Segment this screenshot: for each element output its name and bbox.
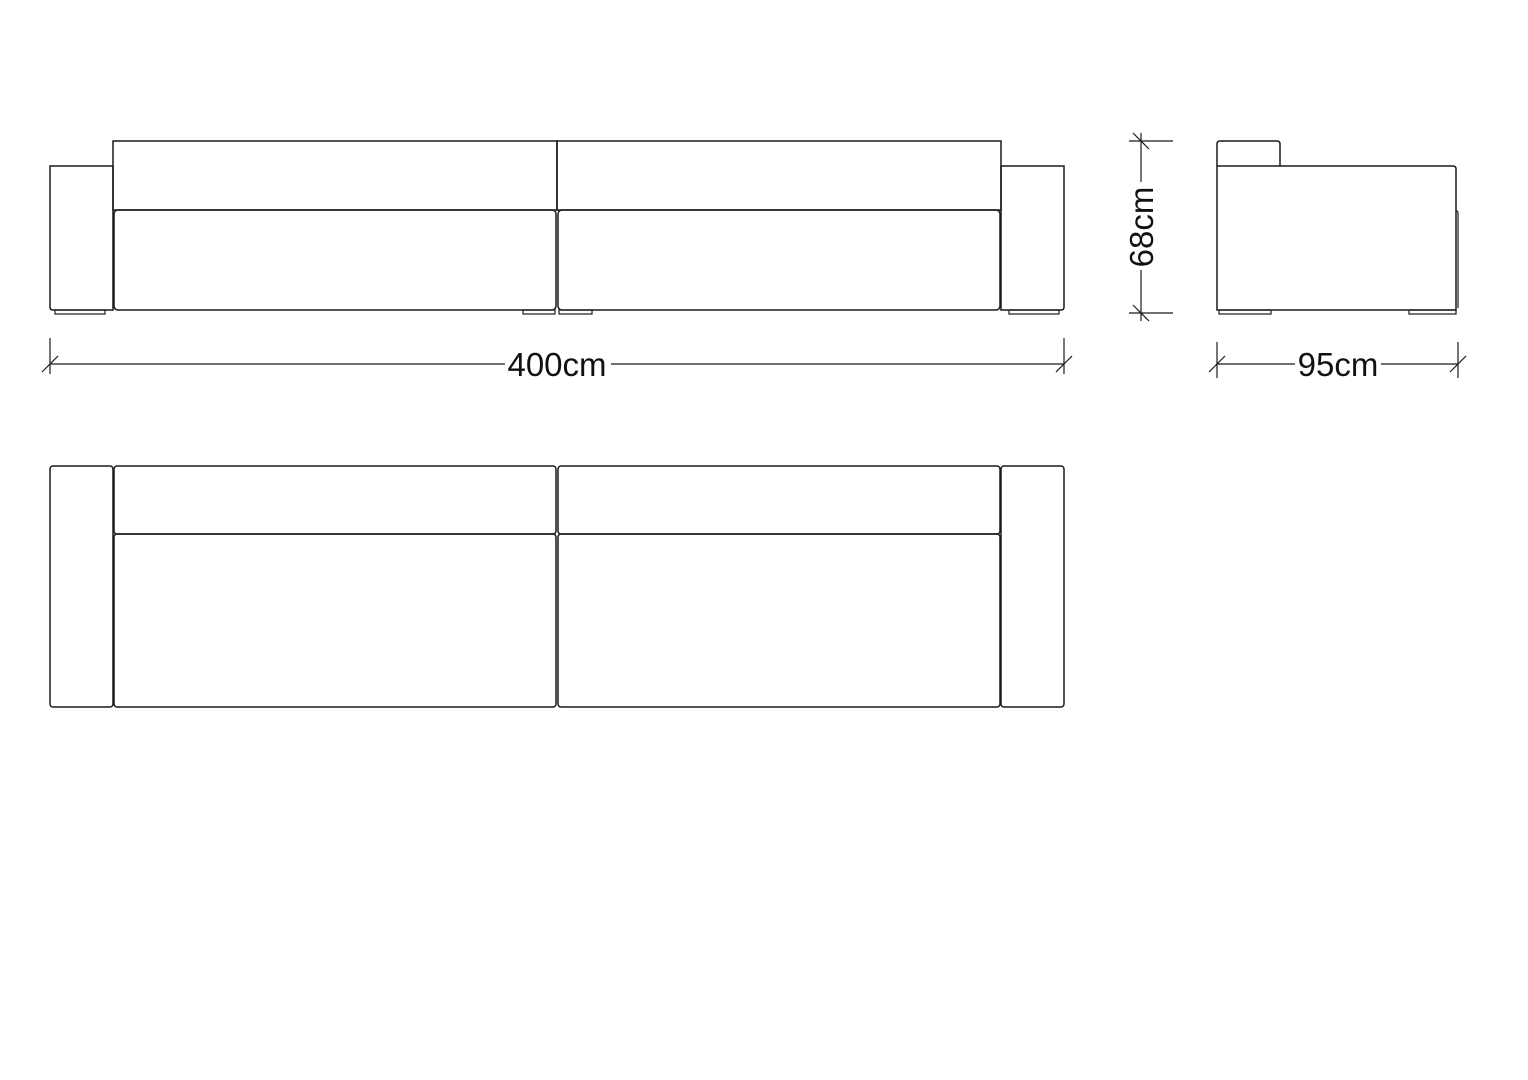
plan-seat-cushion-right — [557, 533, 1001, 708]
plan-left-armrest — [49, 465, 114, 708]
plan-backrest-right — [557, 465, 1001, 535]
side-backrest — [1216, 140, 1281, 166]
side-body — [1216, 165, 1457, 311]
plan-seat-cushion-left — [113, 533, 557, 708]
height-dimension: 68cm — [1123, 132, 1173, 322]
front-right-armrest — [1000, 165, 1065, 311]
front-seat-cushion-left — [113, 209, 557, 311]
front-foot — [54, 309, 106, 315]
front-foot — [522, 309, 556, 315]
plan-right-armrest — [1000, 465, 1065, 708]
side-foot — [1408, 309, 1457, 315]
front-foot — [1008, 309, 1060, 315]
depth-dimension-label: 95cm — [1298, 346, 1379, 383]
front-foot — [558, 309, 593, 315]
height-dimension-label: 68cm — [1123, 187, 1160, 268]
width-dimension: 400cm — [41, 338, 1073, 383]
width-dimension-label: 400cm — [507, 346, 606, 383]
side-foot — [1218, 309, 1272, 315]
side-elevation-view — [1216, 140, 1459, 315]
depth-dimension: 95cm — [1208, 342, 1467, 383]
front-backrest-left — [112, 140, 558, 211]
top-plan-view — [49, 465, 1065, 708]
front-seat-cushion-right — [557, 209, 1001, 311]
plan-backrest-left — [113, 465, 557, 535]
front-backrest-right — [556, 140, 1002, 211]
front-elevation-view — [49, 140, 1065, 315]
front-left-armrest — [49, 165, 114, 311]
